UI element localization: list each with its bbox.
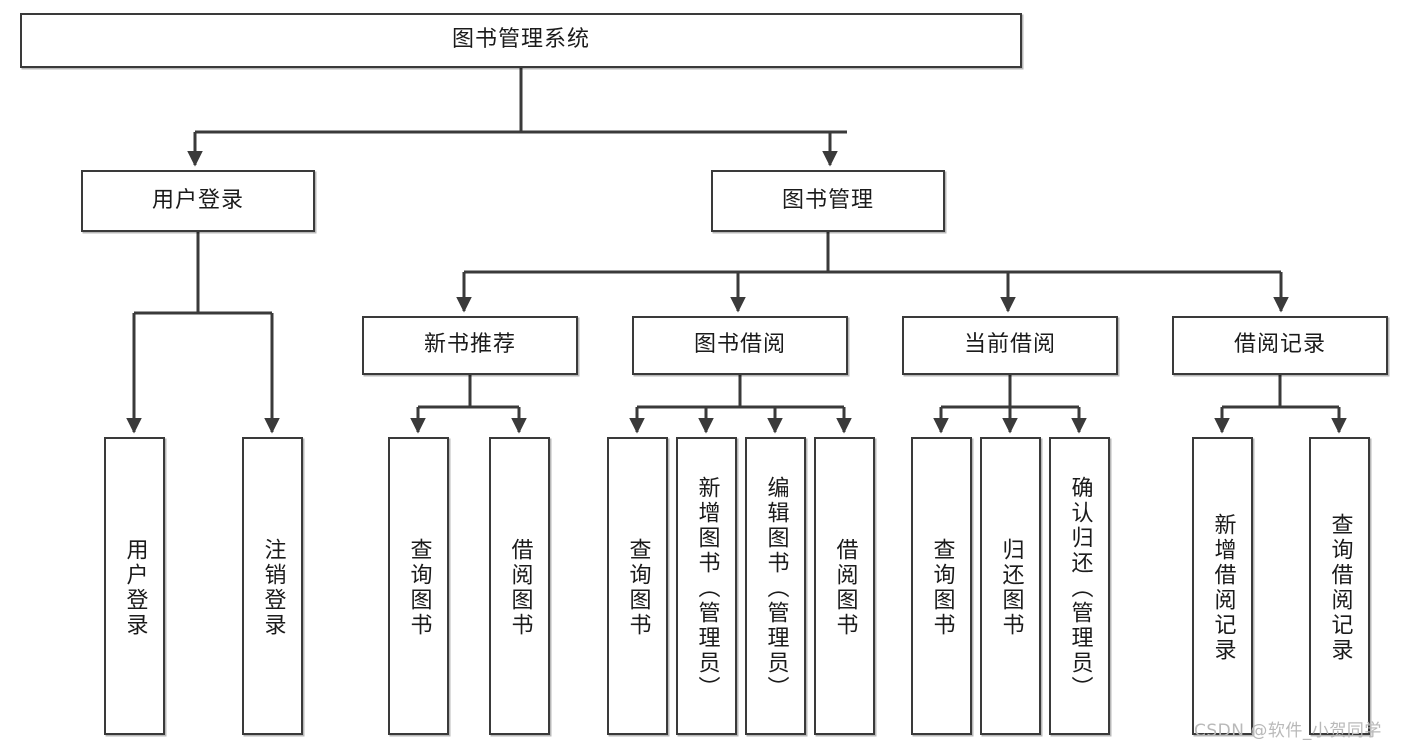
leaf-label: 归还图书 (998, 538, 1024, 638)
leaf-label: 编辑图书（管理员） (763, 475, 789, 701)
node-user-login[interactable]: 用户登录 (81, 170, 315, 232)
node-borrow-record[interactable]: 借阅记录 (1172, 316, 1388, 375)
leaf-label: 新增借阅记录 (1210, 513, 1236, 663)
leaf-logout[interactable]: 注销登录 (242, 437, 303, 735)
leaf-add-borrow-record[interactable]: 新增借阅记录 (1192, 437, 1253, 735)
leaf-label: 查询图书 (406, 538, 432, 638)
leaf-borrow-book-recommend[interactable]: 借阅图书 (489, 437, 550, 735)
node-current-borrow[interactable]: 当前借阅 (902, 316, 1118, 375)
node-new-book-recommend[interactable]: 新书推荐 (362, 316, 578, 375)
leaf-add-book-admin[interactable]: 新增图书（管理员） (676, 437, 737, 735)
leaf-label: 借阅图书 (832, 538, 858, 638)
node-book-borrow[interactable]: 图书借阅 (632, 316, 848, 375)
leaf-user-login[interactable]: 用户登录 (104, 437, 165, 735)
leaf-confirm-return-admin[interactable]: 确认归还（管理员） (1049, 437, 1110, 735)
leaf-return-book[interactable]: 归还图书 (980, 437, 1041, 735)
leaf-label: 查询图书 (929, 538, 955, 638)
node-book-management[interactable]: 图书管理 (711, 170, 945, 232)
leaf-label: 用户登录 (122, 538, 148, 638)
leaf-query-book-recommend[interactable]: 查询图书 (388, 437, 449, 735)
leaf-query-book-borrow[interactable]: 查询图书 (607, 437, 668, 735)
node-root[interactable]: 图书管理系统 (20, 13, 1022, 68)
leaf-label: 新增图书（管理员） (694, 475, 720, 701)
leaf-edit-book-admin[interactable]: 编辑图书（管理员） (745, 437, 806, 735)
leaf-query-borrow-record[interactable]: 查询借阅记录 (1309, 437, 1370, 735)
leaf-borrow-book[interactable]: 借阅图书 (814, 437, 875, 735)
leaf-label: 确认归还（管理员） (1067, 475, 1093, 701)
leaf-label: 查询图书 (625, 538, 651, 638)
leaf-label: 查询借阅记录 (1327, 513, 1353, 663)
leaf-label: 注销登录 (260, 538, 286, 638)
leaf-label: 借阅图书 (507, 538, 533, 638)
leaf-query-book-current[interactable]: 查询图书 (911, 437, 972, 735)
